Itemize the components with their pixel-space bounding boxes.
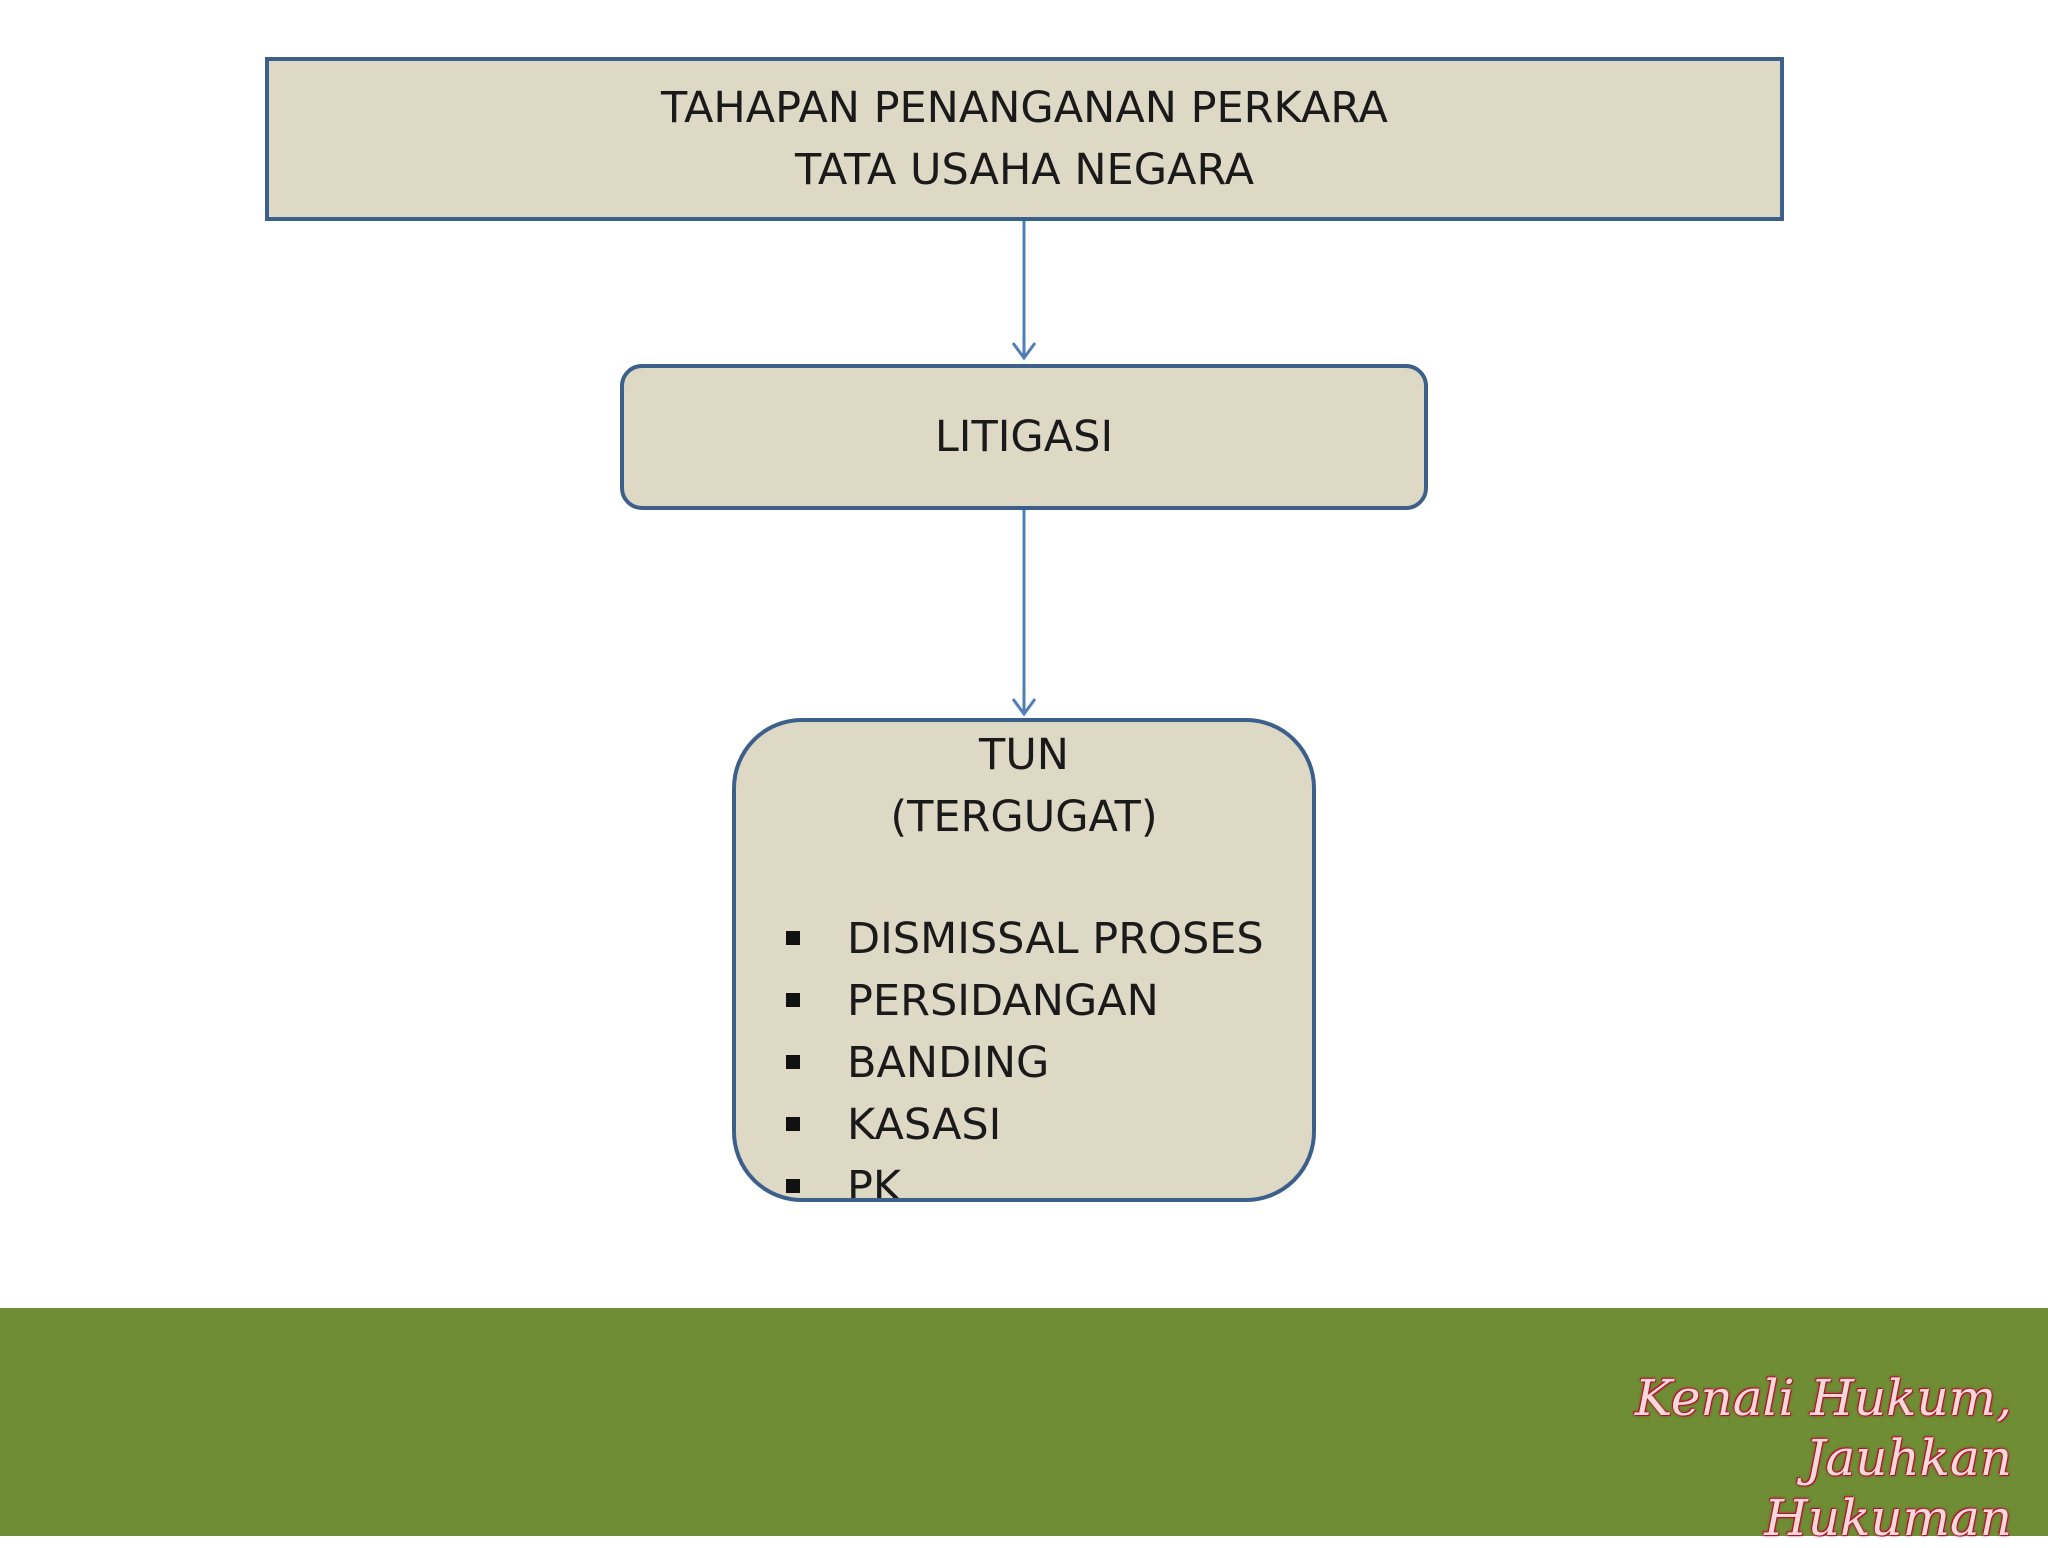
title-line-2: TATA USAHA NEGARA <box>794 145 1255 195</box>
litigasi-label: LITIGASI <box>934 412 1114 462</box>
list-item-label: PK <box>847 1162 902 1202</box>
square-bullet-icon <box>786 1055 800 1069</box>
square-bullet-icon <box>786 931 800 945</box>
litigasi-box: LITIGASI <box>620 364 1428 510</box>
list-item-label: PERSIDANGAN <box>847 976 1159 1026</box>
list-item: BANDING <box>736 1032 1312 1094</box>
tun-heading-line-2: (TERGUGAT) <box>890 792 1158 842</box>
square-bullet-icon <box>786 1117 800 1131</box>
title-box: TAHAPAN PENANGANAN PERKARA TATA USAHA NE… <box>265 57 1784 221</box>
list-item: DISMISSAL PROSES <box>736 908 1312 970</box>
slogan-line-1: Kenali Hukum, <box>1634 1369 2012 1427</box>
square-bullet-icon <box>786 1179 800 1193</box>
slogan-line-2: Jauhkan Hukuman <box>1764 1429 2012 1547</box>
list-item-label: DISMISSAL PROSES <box>847 914 1264 964</box>
square-bullet-icon <box>786 993 800 1007</box>
tun-stage-list: DISMISSAL PROSES PERSIDANGAN BANDING KAS… <box>736 908 1312 1202</box>
footer-band: Kenali Hukum, Jauhkan Hukuman <box>0 1308 2048 1547</box>
list-item-label: KASASI <box>847 1100 1002 1150</box>
list-item: PK <box>736 1156 1312 1202</box>
list-item: PERSIDANGAN <box>736 970 1312 1032</box>
tun-heading: TUN (TERGUGAT) <box>736 724 1312 848</box>
tun-heading-line-1: TUN <box>979 730 1069 780</box>
list-item: KASASI <box>736 1094 1312 1156</box>
arrowhead-title-to-litigasi <box>1011 342 1037 361</box>
title-line-1: TAHAPAN PENANGANAN PERKARA <box>661 83 1388 133</box>
tun-box: TUN (TERGUGAT) DISMISSAL PROSES PERSIDAN… <box>732 718 1316 1202</box>
list-item-label: BANDING <box>847 1038 1050 1088</box>
slogan-logo: Kenali Hukum, Jauhkan Hukuman <box>1592 1368 2012 1548</box>
arrowhead-litigasi-to-tun <box>1011 698 1037 717</box>
